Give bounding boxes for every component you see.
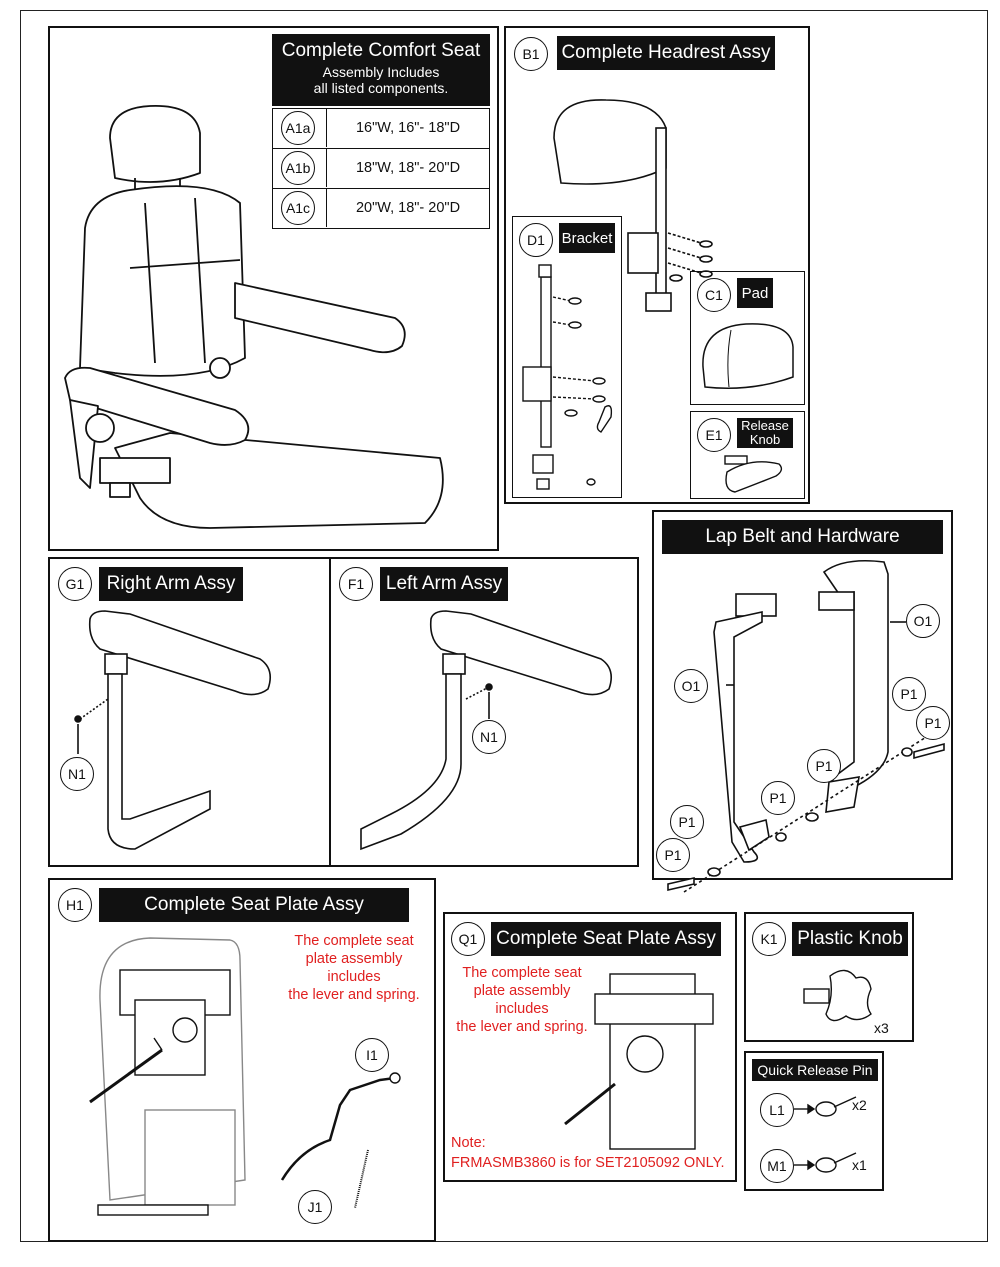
- headrest-illustration: [553, 99, 713, 312]
- code-badge: A1a: [281, 111, 315, 145]
- diagram-frame: [20, 10, 988, 1242]
- seat-plate-q1-code-badge: Q1: [451, 922, 485, 956]
- pad-subpanel: C1 Pad: [690, 271, 805, 405]
- right-arm-panel: G1 Right Arm Assy N1: [48, 557, 331, 867]
- note-line: the lever and spring.: [288, 987, 420, 1003]
- bracket-title: Bracket: [559, 223, 615, 253]
- comfort-seat-panel: Complete Comfort Seat Assembly Includes …: [48, 26, 499, 551]
- release-knob-code-badge: E1: [697, 418, 731, 452]
- size-desc: 18"W, 18"- 20"D: [355, 160, 461, 176]
- pin-m1-callout: M1: [760, 1149, 794, 1183]
- right-arm-n1-callout: N1: [60, 757, 94, 791]
- o1-callout-right: O1: [906, 604, 940, 638]
- release-knob-title-2: Knob: [749, 432, 781, 447]
- quick-release-pin-title: Quick Release Pin: [752, 1059, 878, 1081]
- pad-title: Pad: [737, 278, 773, 308]
- release-knob-subpanel: E1 Release Knob: [690, 411, 805, 499]
- note-line: plate assembly: [473, 983, 571, 999]
- code-badge: A1c: [281, 191, 315, 225]
- left-arm-code-badge: F1: [339, 567, 373, 601]
- comfort-seat-header: Complete Comfort Seat Assembly Includes …: [272, 34, 490, 106]
- left-arm-n1-callout: N1: [472, 720, 506, 754]
- note-line: includes: [495, 1001, 549, 1017]
- size-desc: 20"W, 18"- 20"D: [355, 200, 461, 216]
- seat-plate-q1-note: The complete seat plate assembly include…: [451, 964, 593, 1036]
- seat-plate-h1-panel: H1 Complete Seat Plate Assy The complete…: [48, 878, 436, 1242]
- lever-i1-callout: I1: [355, 1038, 389, 1072]
- comfort-seat-subtitle-1: Assembly Includes: [322, 64, 440, 80]
- p1-callout: P1: [656, 838, 690, 872]
- note-line: the lever and spring.: [456, 1019, 588, 1035]
- p1-callout: P1: [916, 706, 950, 740]
- size-row-a1a: A1a 16"W, 16"- 18"D: [273, 108, 489, 147]
- plastic-knob-title: Plastic Knob: [792, 922, 908, 956]
- seat-plate-q1-panel: Q1 Complete Seat Plate Assy The complete…: [443, 912, 737, 1182]
- quick-release-pin-panel: Quick Release Pin L1 M1 x2 x1: [744, 1051, 884, 1191]
- note-line: The complete seat: [294, 933, 414, 949]
- p1-callout: P1: [807, 749, 841, 783]
- left-arm-panel: F1 Left Arm Assy N1: [329, 557, 639, 867]
- seat-plate-q1-illustration: [564, 973, 714, 1150]
- right-arm-code-badge: G1: [58, 567, 92, 601]
- p1-callout: P1: [761, 781, 795, 815]
- note-line: includes: [327, 969, 381, 985]
- release-knob-illustration: [724, 455, 783, 493]
- comfort-seat-title: Complete Comfort Seat: [281, 40, 481, 61]
- plastic-knob-panel: K1 Plastic Knob x3: [744, 912, 914, 1042]
- left-arm-illustration: [360, 610, 612, 851]
- headrest-code-badge: B1: [514, 37, 548, 71]
- lap-belt-illustration: [667, 559, 945, 893]
- p1-callout: P1: [892, 677, 926, 711]
- plastic-knob-illustration: [803, 969, 872, 1022]
- note-line: The complete seat: [462, 965, 582, 981]
- note-line: plate assembly: [305, 951, 403, 967]
- bracket-code-badge: D1: [519, 223, 553, 257]
- seat-plate-h1-code-badge: H1: [58, 888, 92, 922]
- comfort-seat-subtitle-2: all listed components.: [313, 80, 449, 96]
- seat-plate-h1-illustration: [89, 937, 401, 1216]
- pin-l1-qty: x2: [852, 1097, 867, 1113]
- pin-l1-callout: L1: [760, 1093, 794, 1127]
- comfort-seat-size-table: A1a 16"W, 16"- 18"D A1b 18"W, 18"- 20"D …: [272, 108, 490, 229]
- spring-j1-callout: J1: [298, 1190, 332, 1224]
- release-knob-title: Release Knob: [737, 418, 793, 448]
- p1-callout: P1: [670, 805, 704, 839]
- lap-belt-panel: Lap Belt and Hardware O1 O1 P1 P1 P1 P1 …: [652, 510, 953, 893]
- seat-plate-h1-title: Complete Seat Plate Assy: [99, 888, 409, 922]
- headrest-panel: B1 Complete Headrest Assy D1 Bracket: [504, 26, 810, 504]
- quick-release-pin-illustration: [794, 1096, 857, 1173]
- code-badge: A1b: [281, 151, 315, 185]
- o1-callout-left: O1: [674, 669, 708, 703]
- seat-plate-q1-note-text: FRMASMB3860 is for SET2105092 ONLY.: [451, 1155, 725, 1171]
- lap-belt-title: Lap Belt and Hardware: [662, 520, 943, 554]
- bracket-subpanel: D1 Bracket: [512, 216, 622, 498]
- right-arm-illustration: [74, 610, 271, 850]
- seat-plate-h1-note: The complete seat plate assembly include…: [278, 932, 430, 1004]
- release-knob-title-1: Release: [741, 418, 789, 433]
- seat-plate-q1-title: Complete Seat Plate Assy: [491, 922, 721, 956]
- headrest-title: Complete Headrest Assy: [557, 36, 775, 70]
- seat-plate-q1-note-label: Note:: [451, 1135, 486, 1151]
- size-desc: 16"W, 16"- 18"D: [355, 120, 461, 136]
- pad-illustration: [702, 323, 794, 389]
- bracket-illustration: [522, 264, 613, 490]
- right-arm-title: Right Arm Assy: [99, 567, 243, 601]
- pad-code-badge: C1: [697, 278, 731, 312]
- plastic-knob-code-badge: K1: [752, 922, 786, 956]
- size-row-a1c: A1c 20"W, 18"- 20"D: [273, 188, 489, 227]
- plastic-knob-qty: x3: [874, 1020, 889, 1036]
- comfort-seat-illustration: [64, 105, 444, 529]
- size-row-a1b: A1b 18"W, 18"- 20"D: [273, 148, 489, 187]
- pin-m1-qty: x1: [852, 1157, 867, 1173]
- left-arm-title: Left Arm Assy: [380, 567, 508, 601]
